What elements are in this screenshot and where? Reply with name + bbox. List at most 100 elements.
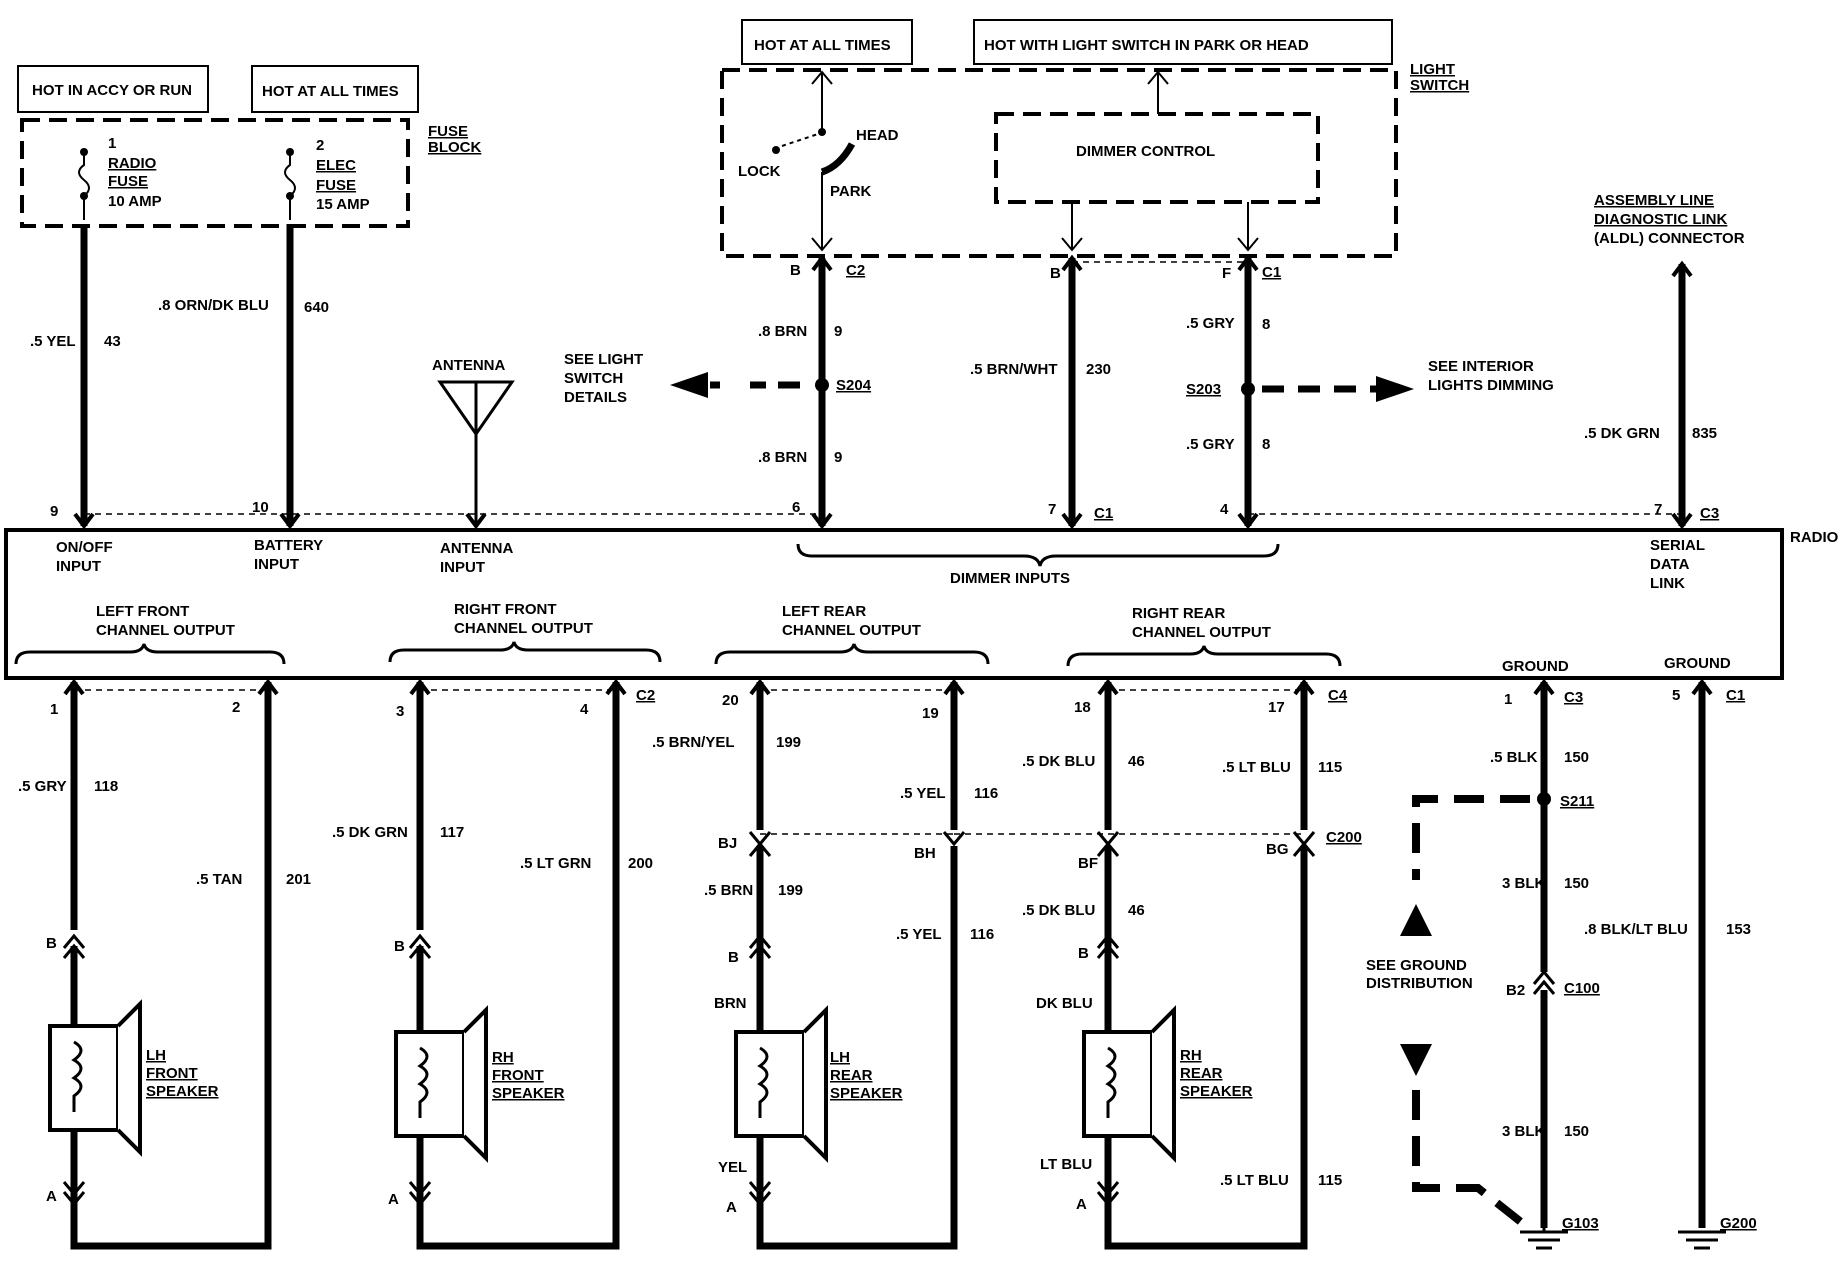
svg-text:BG: BG [1266, 841, 1289, 858]
svg-text:.5 DK BLU: .5 DK BLU [1022, 902, 1095, 919]
svg-text:BLOCK: BLOCK [428, 139, 481, 156]
svg-text:RH: RH [1180, 1047, 1202, 1064]
svg-text:LINK: LINK [1650, 575, 1685, 592]
svg-text:BJ: BJ [718, 835, 737, 852]
svg-text:LIGHTS DIMMING: LIGHTS DIMMING [1428, 377, 1554, 394]
svg-text:640: 640 [304, 299, 329, 316]
svg-text:LEFT FRONT: LEFT FRONT [96, 603, 189, 620]
svg-text:17: 17 [1268, 699, 1285, 716]
lr-speaker: LH REAR SPEAKER [734, 1005, 903, 1163]
svg-text:INPUT: INPUT [56, 558, 101, 575]
svg-text:A: A [46, 1188, 57, 1205]
svg-text:G103: G103 [1562, 1215, 1599, 1232]
svg-text:DATA: DATA [1650, 556, 1690, 573]
svg-text:REAR: REAR [830, 1067, 873, 1084]
svg-text:LH: LH [830, 1049, 850, 1066]
svg-text:.5 YEL: .5 YEL [30, 333, 76, 350]
svg-text:ANTENNA: ANTENNA [440, 540, 513, 557]
svg-text:116: 116 [974, 785, 998, 802]
svg-text:ASSEMBLY LINE: ASSEMBLY LINE [1594, 192, 1714, 209]
svg-text:FUSE: FUSE [108, 173, 148, 190]
svg-text:A: A [388, 1191, 399, 1208]
svg-text:8: 8 [1262, 436, 1270, 453]
lf-speaker-circuit: .5 GRY 118 .5 TAN 201 B A [18, 682, 311, 1250]
svg-text:2: 2 [316, 137, 324, 154]
svg-text:.5 BLK: .5 BLK [1490, 749, 1538, 766]
ref-interior-dimming: SEE INTERIOR LIGHTS DIMMING [1428, 358, 1554, 394]
svg-text:43: 43 [104, 333, 121, 350]
svg-text:B: B [1078, 945, 1089, 962]
svg-text:.5 BRN: .5 BRN [704, 882, 753, 899]
svg-text:115: 115 [1318, 1172, 1342, 1189]
svg-text:9: 9 [834, 323, 842, 340]
svg-text:ANTENNA: ANTENNA [432, 357, 505, 374]
svg-text:A: A [726, 1199, 737, 1216]
svg-text:FUSE: FUSE [316, 177, 356, 194]
svg-text:HOT AT ALL TIMES: HOT AT ALL TIMES [754, 37, 891, 54]
svg-text:2: 2 [232, 699, 240, 716]
rf-speaker-circuit: .5 DK GRN 117 .5 LT GRN 200 B A [332, 682, 653, 1250]
svg-text:LT BLU: LT BLU [1040, 1156, 1092, 1173]
svg-text:DK BLU: DK BLU [1036, 995, 1093, 1012]
svg-text:ON/OFF: ON/OFF [56, 539, 113, 556]
svg-text:.5 LT BLU: .5 LT BLU [1222, 759, 1291, 776]
svg-text:CHANNEL OUTPUT: CHANNEL OUTPUT [454, 620, 593, 637]
svg-text:YEL: YEL [718, 1159, 747, 1176]
svg-text:.8 BRN: .8 BRN [758, 323, 807, 340]
svg-text:150: 150 [1564, 875, 1589, 892]
svg-text:C4: C4 [1328, 687, 1348, 704]
svg-text:DIMMER CONTROL: DIMMER CONTROL [1076, 143, 1215, 160]
svg-text:BATTERY: BATTERY [254, 537, 323, 554]
rf-speaker: RH FRONT SPEAKER [394, 1005, 565, 1163]
svg-text:B: B [1050, 265, 1061, 282]
svg-text:FUSE: FUSE [428, 123, 468, 140]
svg-text:199: 199 [778, 882, 803, 899]
radio-fuse: 1 RADIO FUSE 10 AMP [78, 135, 162, 220]
svg-text:RADIO: RADIO [108, 155, 157, 172]
svg-text:RIGHT REAR: RIGHT REAR [1132, 605, 1226, 622]
light-switch: LIGHT SWITCH HEAD LOCK PARK DIMMER CONTR… [720, 61, 1469, 258]
wire-640: .8 ORN/DK BLU 640 [158, 224, 329, 512]
svg-text:PARK: PARK [830, 183, 872, 200]
svg-text:15 AMP: 15 AMP [316, 196, 370, 213]
svg-text:115: 115 [1318, 759, 1342, 776]
svg-text:HEAD: HEAD [856, 127, 899, 144]
svg-text:116: 116 [970, 926, 994, 943]
svg-text:.5 LT GRN: .5 LT GRN [520, 855, 591, 872]
svg-text:.5 GRY: .5 GRY [18, 778, 67, 795]
svg-text:SPEAKER: SPEAKER [1180, 1083, 1253, 1100]
svg-text:BH: BH [914, 845, 936, 862]
lf-speaker: LH FRONT SPEAKER [48, 999, 219, 1157]
svg-text:4: 4 [580, 701, 589, 718]
svg-text:F: F [1222, 265, 1231, 282]
svg-text:.5 DK BLU: .5 DK BLU [1022, 753, 1095, 770]
svg-text:S203: S203 [1186, 381, 1221, 398]
svg-text:1: 1 [50, 701, 58, 718]
svg-text:SEE LIGHT: SEE LIGHT [564, 351, 643, 368]
svg-text:RIGHT FRONT: RIGHT FRONT [454, 601, 557, 618]
svg-text:19: 19 [922, 705, 939, 722]
svg-text:B2: B2 [1506, 982, 1525, 999]
power-label-accy-run: HOT IN ACCY OR RUN [17, 65, 209, 113]
radio-output-pins: 1 2 3 4 C2 20 19 18 17 C4 1 C3 5 C1 [50, 680, 1745, 722]
svg-text:CHANNEL OUTPUT: CHANNEL OUTPUT [96, 622, 235, 639]
svg-text:835: 835 [1692, 425, 1717, 442]
power-label-light-switch: HOT WITH LIGHT SWITCH IN PARK OR HEAD [973, 19, 1393, 65]
svg-text:.8 BLK/LT BLU: .8 BLK/LT BLU [1584, 921, 1688, 938]
svg-text:10: 10 [252, 499, 269, 516]
svg-text:SEE GROUND: SEE GROUND [1366, 957, 1467, 974]
wire-43: .5 YEL 43 [30, 224, 121, 512]
svg-text:C2: C2 [846, 262, 865, 279]
svg-text:C2: C2 [636, 687, 655, 704]
svg-text:INPUT: INPUT [254, 556, 299, 573]
svg-text:DISTRIBUTION: DISTRIBUTION [1366, 975, 1473, 992]
power-label-hot-all-times-left: HOT AT ALL TIMES [251, 65, 419, 113]
svg-text:S204: S204 [836, 377, 872, 394]
ground-g200: G200 [1678, 1215, 1757, 1250]
svg-text:6: 6 [792, 499, 800, 516]
svg-text:5: 5 [1672, 687, 1680, 704]
svg-text:C3: C3 [1700, 505, 1719, 522]
elec-fuse: 2 ELEC FUSE 15 AMP [284, 137, 370, 220]
svg-text:B: B [394, 938, 405, 955]
